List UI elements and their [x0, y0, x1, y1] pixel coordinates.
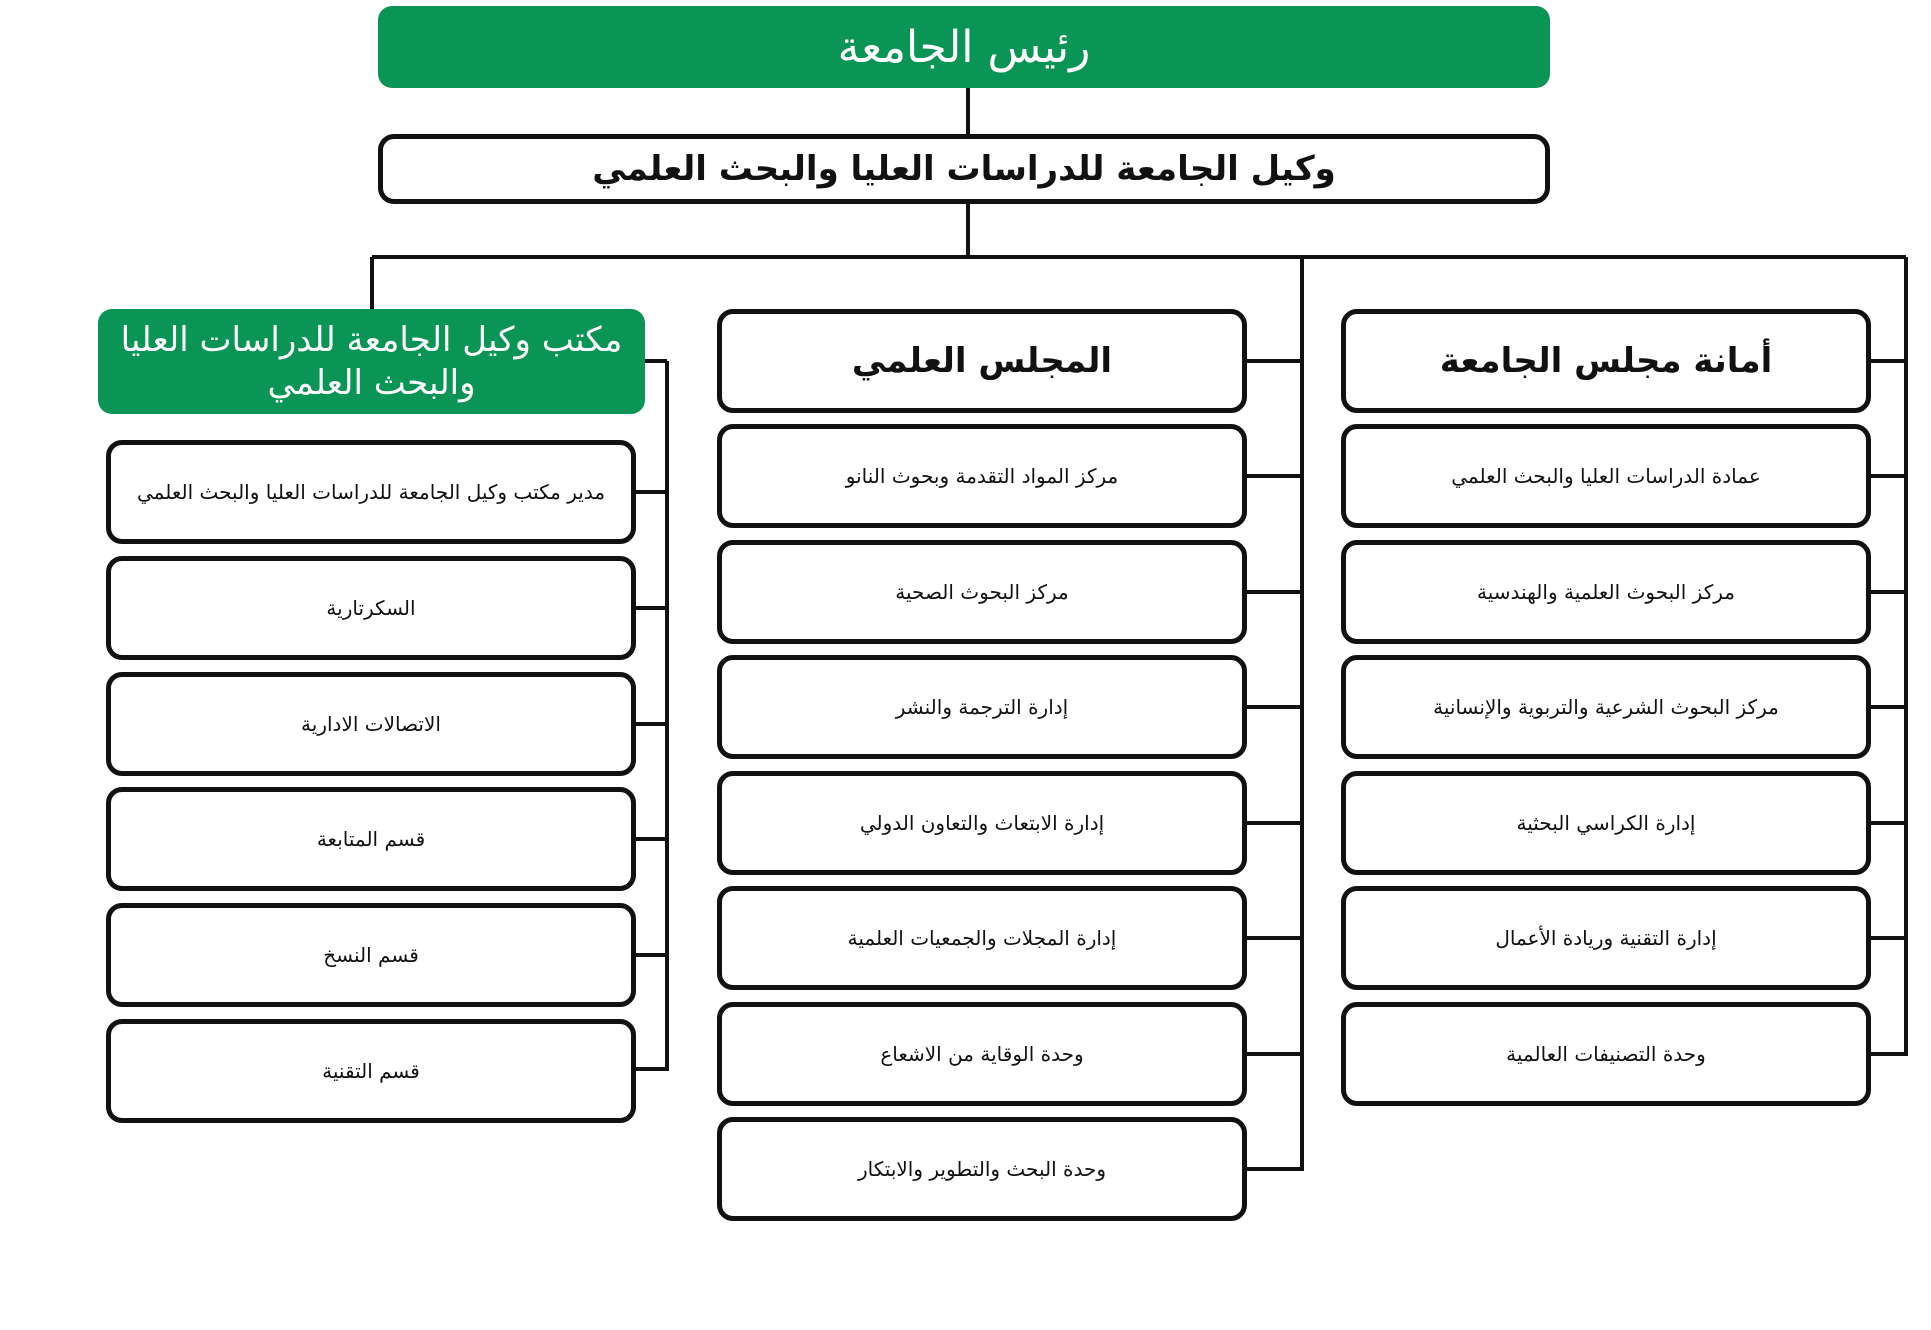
office-item: الاتصالات الادارية [106, 672, 636, 776]
council-item: إدارة الابتعاث والتعاون الدولي [717, 771, 1247, 875]
council-item: إدارة الترجمة والنشر [717, 655, 1247, 759]
office-header: مكتب وكيل الجامعة للدراسات العليا والبحث… [98, 309, 645, 414]
office-item: السكرتارية [106, 556, 636, 660]
council-item: وحدة البحث والتطوير والابتكار [717, 1117, 1247, 1221]
council-item: إدارة المجلات والجمعيات العلمية [717, 886, 1247, 990]
office-item: قسم النسخ [106, 903, 636, 1007]
council-item: مركز البحوث الصحية [717, 540, 1247, 644]
secretariat-item: عمادة الدراسات العليا والبحث العلمي [1341, 424, 1871, 528]
vice-president-box: وكيل الجامعة للدراسات العليا والبحث العل… [378, 134, 1550, 204]
office-item: قسم التقنية [106, 1019, 636, 1123]
council-item: مركز المواد التقدمة وبحوث النانو [717, 424, 1247, 528]
president-box: رئيس الجامعة [378, 6, 1550, 88]
secretariat-item: إدارة التقنية وريادة الأعمال [1341, 886, 1871, 990]
secretariat-item: مركز البحوث العلمية والهندسية [1341, 540, 1871, 644]
secretariat-item: وحدة التصنيفات العالمية [1341, 1002, 1871, 1106]
secretariat-header: أمانة مجلس الجامعة [1341, 309, 1871, 413]
council-item: وحدة الوقاية من الاشعاع [717, 1002, 1247, 1106]
secretariat-item: مركز البحوث الشرعية والتربوية والإنسانية [1341, 655, 1871, 759]
secretariat-item: إدارة الكراسي البحثية [1341, 771, 1871, 875]
council-header: المجلس العلمي [717, 309, 1247, 413]
office-item: قسم المتابعة [106, 787, 636, 891]
office-item: مدير مكتب وكيل الجامعة للدراسات العليا و… [106, 440, 636, 544]
